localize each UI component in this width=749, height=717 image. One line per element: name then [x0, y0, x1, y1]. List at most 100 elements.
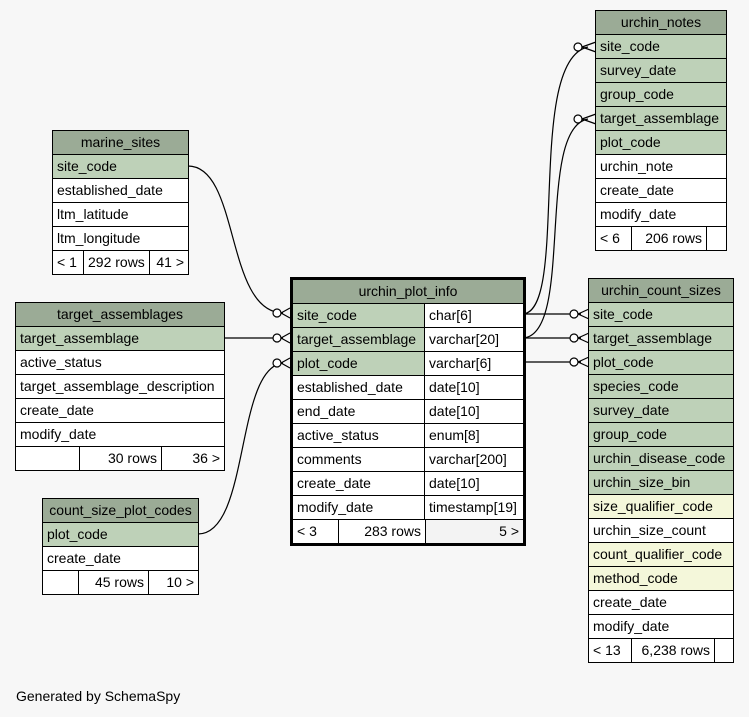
column-urchin-size-bin: urchin_size_bin	[593, 474, 691, 490]
crowfoot-marker	[280, 332, 291, 344]
parents-count[interactable]	[43, 571, 78, 594]
table-urchin-count-sizes[interactable]: urchin_count_sizes site_code target_asse…	[588, 278, 734, 663]
table-title: marine_sites	[53, 131, 188, 155]
zero-marker	[272, 333, 282, 343]
table-count-size-plot-codes[interactable]: count_size_plot_codes plot_code create_d…	[42, 498, 199, 595]
edge-notes-site-code	[521, 46, 589, 315]
row-count: 283 rows	[338, 520, 425, 543]
table-title: urchin_notes	[596, 11, 726, 35]
column-group-code: group_code	[593, 426, 667, 442]
column-plot-code: plot_code	[293, 352, 424, 375]
table-title: urchin_count_sizes	[589, 279, 733, 303]
children-count[interactable]	[706, 227, 726, 250]
children-count[interactable]: 10 >	[148, 571, 198, 594]
column-modify-date: modify_date	[297, 499, 374, 515]
column-type: varchar[20]	[424, 328, 523, 351]
column-create-date: create_date	[593, 594, 667, 610]
column-urchin-size-count: urchin_size_count	[593, 522, 706, 538]
generated-by-credit: Generated by SchemaSpy	[16, 688, 181, 704]
table-marine-sites[interactable]: marine_sites site_code established_date …	[52, 130, 189, 275]
column-active-status: active_status	[20, 354, 102, 370]
crowfoot-marker	[577, 332, 590, 344]
column-survey-date: survey_date	[600, 62, 677, 78]
parents-count[interactable]: < 6	[600, 230, 620, 246]
column-modify-date: modify_date	[20, 426, 97, 442]
zero-marker	[573, 114, 583, 124]
zero-marker	[569, 333, 579, 343]
column-method-code: method_code	[593, 570, 678, 586]
crowfoot-marker	[280, 307, 291, 319]
column-ltm-longitude: ltm_longitude	[57, 230, 141, 246]
crowfoot-marker	[581, 41, 597, 53]
column-count-qualifier-code: count_qualifier_code	[593, 546, 723, 562]
column-modify-date: modify_date	[600, 206, 677, 222]
column-urchin-note: urchin_note	[600, 158, 674, 174]
column-create-date: create_date	[600, 182, 674, 198]
column-type: char[6]	[424, 304, 523, 327]
column-site-code: site_code	[600, 38, 660, 54]
row-count: 30 rows	[79, 447, 161, 470]
children-count[interactable]: 41 >	[149, 251, 188, 274]
column-end-date: end_date	[297, 403, 356, 419]
column-create-date: create_date	[297, 475, 371, 491]
column-ltm-latitude: ltm_latitude	[57, 206, 129, 222]
column-plot-code: plot_code	[600, 134, 661, 150]
table-title: urchin_plot_info	[293, 280, 523, 304]
column-type: date[10]	[424, 472, 523, 495]
column-type: date[10]	[424, 400, 523, 423]
column-target-assemblage: target_assemblage	[600, 110, 720, 126]
table-target-assemblages[interactable]: target_assemblages target_assemblage act…	[15, 302, 225, 471]
zero-marker	[272, 358, 282, 368]
table-urchin-plot-info[interactable]: urchin_plot_info site_code char[6] targe…	[290, 277, 526, 546]
column-species-code: species_code	[593, 378, 679, 394]
column-target-assemblage: target_assemblage	[593, 330, 713, 346]
crowfoot-marker	[577, 308, 590, 320]
table-urchin-notes[interactable]: urchin_notes site_code survey_date group…	[595, 10, 727, 251]
table-title: count_size_plot_codes	[43, 499, 198, 523]
column-create-date: create_date	[47, 550, 121, 566]
column-survey-date: survey_date	[593, 402, 670, 418]
column-active-status: active_status	[297, 427, 379, 443]
column-type: varchar[6]	[424, 352, 523, 375]
children-count[interactable]: 36 >	[161, 447, 224, 470]
column-size-qualifier-code: size_qualifier_code	[593, 498, 713, 514]
column-site-code: site_code	[293, 304, 424, 327]
column-site-code: site_code	[593, 306, 653, 322]
column-plot-code: plot_code	[593, 354, 654, 370]
column-comments: comments	[297, 451, 362, 467]
zero-marker	[272, 308, 282, 318]
column-group-code: group_code	[600, 86, 674, 102]
parents-count[interactable]: < 3	[297, 523, 317, 539]
parents-count[interactable]: < 1	[57, 254, 77, 270]
column-target-assemblage: target_assemblage	[293, 328, 424, 351]
column-type: timestamp[19]	[424, 496, 523, 519]
row-count: 6,238 rows	[631, 639, 714, 662]
column-urchin-disease-code: urchin_disease_code	[593, 450, 726, 466]
zero-marker	[569, 309, 579, 319]
crowfoot-marker	[581, 113, 597, 125]
row-count: 45 rows	[78, 571, 148, 594]
zero-marker	[569, 357, 579, 367]
children-count[interactable]: 5 >	[425, 520, 523, 543]
row-count: 292 rows	[83, 251, 149, 274]
column-target-assemblage: target_assemblage	[20, 330, 140, 346]
zero-marker	[573, 42, 583, 52]
column-type: varchar[200]	[424, 448, 523, 471]
edge-notes-target-assemblage	[521, 118, 589, 339]
table-title: target_assemblages	[16, 303, 224, 327]
column-site-code: site_code	[57, 158, 117, 174]
column-established-date: established_date	[297, 379, 403, 395]
column-target-assemblage-description: target_assemblage_description	[20, 378, 215, 394]
parents-count[interactable]: < 13	[593, 642, 621, 658]
column-plot-code: plot_code	[47, 526, 108, 542]
column-create-date: create_date	[20, 402, 94, 418]
column-established-date: established_date	[57, 182, 163, 198]
children-count[interactable]	[714, 639, 733, 662]
column-type: date[10]	[424, 376, 523, 399]
edge-count-size-plot-codes	[197, 362, 284, 535]
column-type: enum[8]	[424, 424, 523, 447]
parents-count[interactable]	[16, 447, 79, 470]
crowfoot-marker	[577, 356, 590, 368]
edge-marine-sites-site-code	[187, 165, 284, 314]
